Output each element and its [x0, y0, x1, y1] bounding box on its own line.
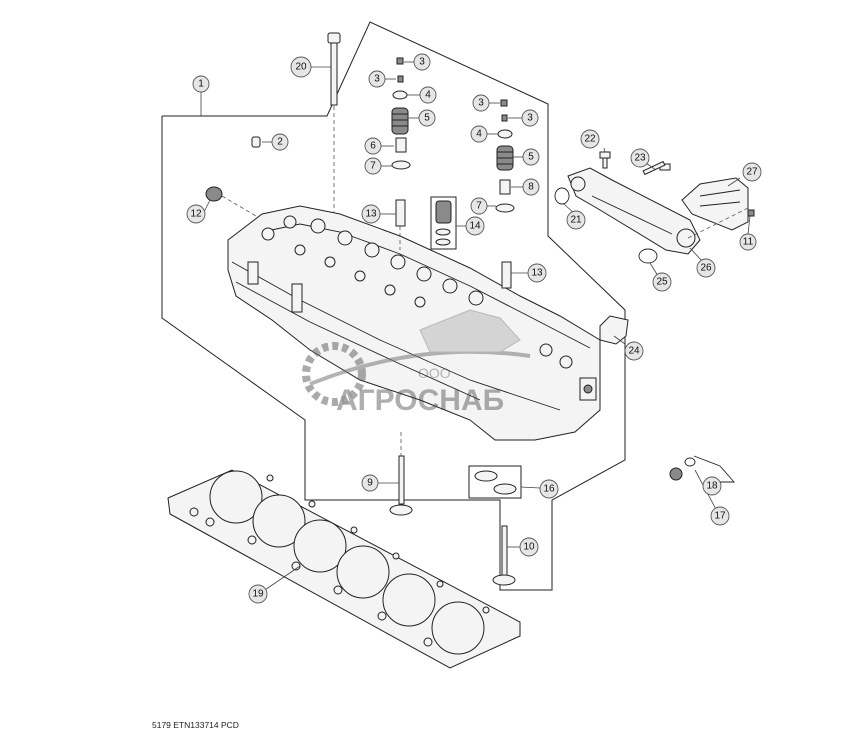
callout-23: 23 — [630, 148, 650, 168]
svg-text:12: 12 — [190, 209, 202, 220]
svg-text:24: 24 — [628, 346, 640, 357]
head-bolt — [327, 32, 341, 106]
core-plug — [205, 186, 223, 202]
svg-text:13: 13 — [531, 268, 543, 279]
callout-4: 4 — [470, 125, 488, 143]
svg-text:21: 21 — [570, 215, 582, 226]
callout-7: 7 — [470, 197, 488, 215]
callout-8: 8 — [522, 178, 540, 196]
callout-7: 7 — [364, 157, 382, 175]
svg-text:14: 14 — [469, 221, 481, 232]
svg-text:2: 2 — [277, 137, 283, 148]
svg-text:3: 3 — [478, 98, 484, 109]
svg-text:23: 23 — [634, 153, 646, 164]
drawing-code: 5179 ETN133714 PCD — [152, 720, 239, 730]
svg-text:19: 19 — [252, 589, 264, 600]
svg-text:6: 6 — [370, 141, 376, 152]
svg-text:20: 20 — [295, 62, 307, 73]
callout-25: 25 — [652, 272, 672, 292]
svg-text:1: 1 — [198, 79, 204, 90]
callout-9: 9 — [361, 474, 379, 492]
svg-text:5: 5 — [528, 152, 534, 163]
valve-exhaust — [492, 525, 516, 586]
svg-text:11: 11 — [743, 237, 754, 248]
svg-text:18: 18 — [706, 481, 718, 492]
callout-3: 3 — [413, 53, 431, 71]
head-gasket — [167, 469, 521, 669]
bushing-sleeve — [599, 315, 629, 345]
callout-3: 3 — [368, 70, 386, 88]
seal-kit-box — [430, 196, 457, 250]
svg-text:9: 9 — [367, 478, 373, 489]
svg-text:3: 3 — [374, 74, 380, 85]
svg-text:3: 3 — [419, 57, 425, 68]
svg-text:3: 3 — [527, 113, 533, 124]
callout-12: 12 — [186, 204, 206, 224]
coolant-manifold — [567, 167, 701, 255]
oring-upper — [554, 187, 570, 205]
cylinder-head — [227, 205, 601, 441]
svg-text:27: 27 — [746, 167, 758, 178]
callout-4: 4 — [419, 86, 437, 104]
valve-train-left — [391, 57, 411, 227]
svg-text:17: 17 — [714, 511, 726, 522]
callout-2: 2 — [271, 133, 289, 151]
callout-14: 14 — [465, 216, 485, 236]
callout-6: 6 — [364, 137, 382, 155]
callout-13: 13 — [527, 263, 547, 283]
callout-13: 13 — [361, 204, 381, 224]
small-fastener — [747, 209, 755, 217]
callout-5: 5 — [522, 148, 540, 166]
svg-text:5: 5 — [424, 113, 430, 124]
dowel-pin — [251, 136, 261, 148]
watermark-company-form: ООО — [418, 365, 451, 381]
svg-text:7: 7 — [370, 161, 376, 172]
callout-10: 10 — [519, 537, 539, 557]
callout-5: 5 — [418, 109, 436, 127]
callout-3: 3 — [521, 109, 539, 127]
callout-26: 26 — [696, 258, 716, 278]
callout-24: 24 — [624, 341, 644, 361]
svg-text:10: 10 — [523, 542, 535, 553]
assembly-frame — [161, 21, 626, 591]
oring-lower — [638, 248, 658, 264]
heat-shield — [681, 177, 749, 231]
callout-18: 18 — [702, 476, 722, 496]
callout-20: 20 — [290, 56, 312, 78]
svg-text:16: 16 — [543, 484, 555, 495]
agrosnab-watermark: ООО АГРОСНАБ — [302, 309, 531, 417]
callout-21: 21 — [566, 210, 586, 230]
valve-train-right — [495, 99, 515, 289]
callout-3: 3 — [472, 94, 490, 112]
sensor-plug — [669, 455, 735, 483]
callout-11: 11 — [739, 233, 757, 251]
valve-intake — [389, 455, 413, 516]
callout-19: 19 — [248, 584, 268, 604]
svg-text:26: 26 — [700, 263, 712, 274]
valve-seat-box — [468, 465, 522, 499]
leader-lines — [200, 61, 751, 593]
callout-1: 1 — [192, 75, 210, 93]
watermark-company-name: АГРОСНАБ — [336, 384, 504, 417]
svg-text:7: 7 — [476, 201, 482, 212]
svg-text:13: 13 — [365, 209, 377, 220]
svg-text:4: 4 — [476, 129, 482, 140]
callout-17: 17 — [710, 506, 730, 526]
callout-16: 16 — [539, 479, 559, 499]
svg-text:4: 4 — [425, 90, 431, 101]
callout-22: 22 — [580, 129, 600, 149]
svg-text:25: 25 — [656, 277, 668, 288]
callout-27: 27 — [742, 162, 762, 182]
svg-text:22: 22 — [584, 134, 596, 145]
svg-text:8: 8 — [528, 182, 534, 193]
head-bosses — [247, 215, 597, 401]
